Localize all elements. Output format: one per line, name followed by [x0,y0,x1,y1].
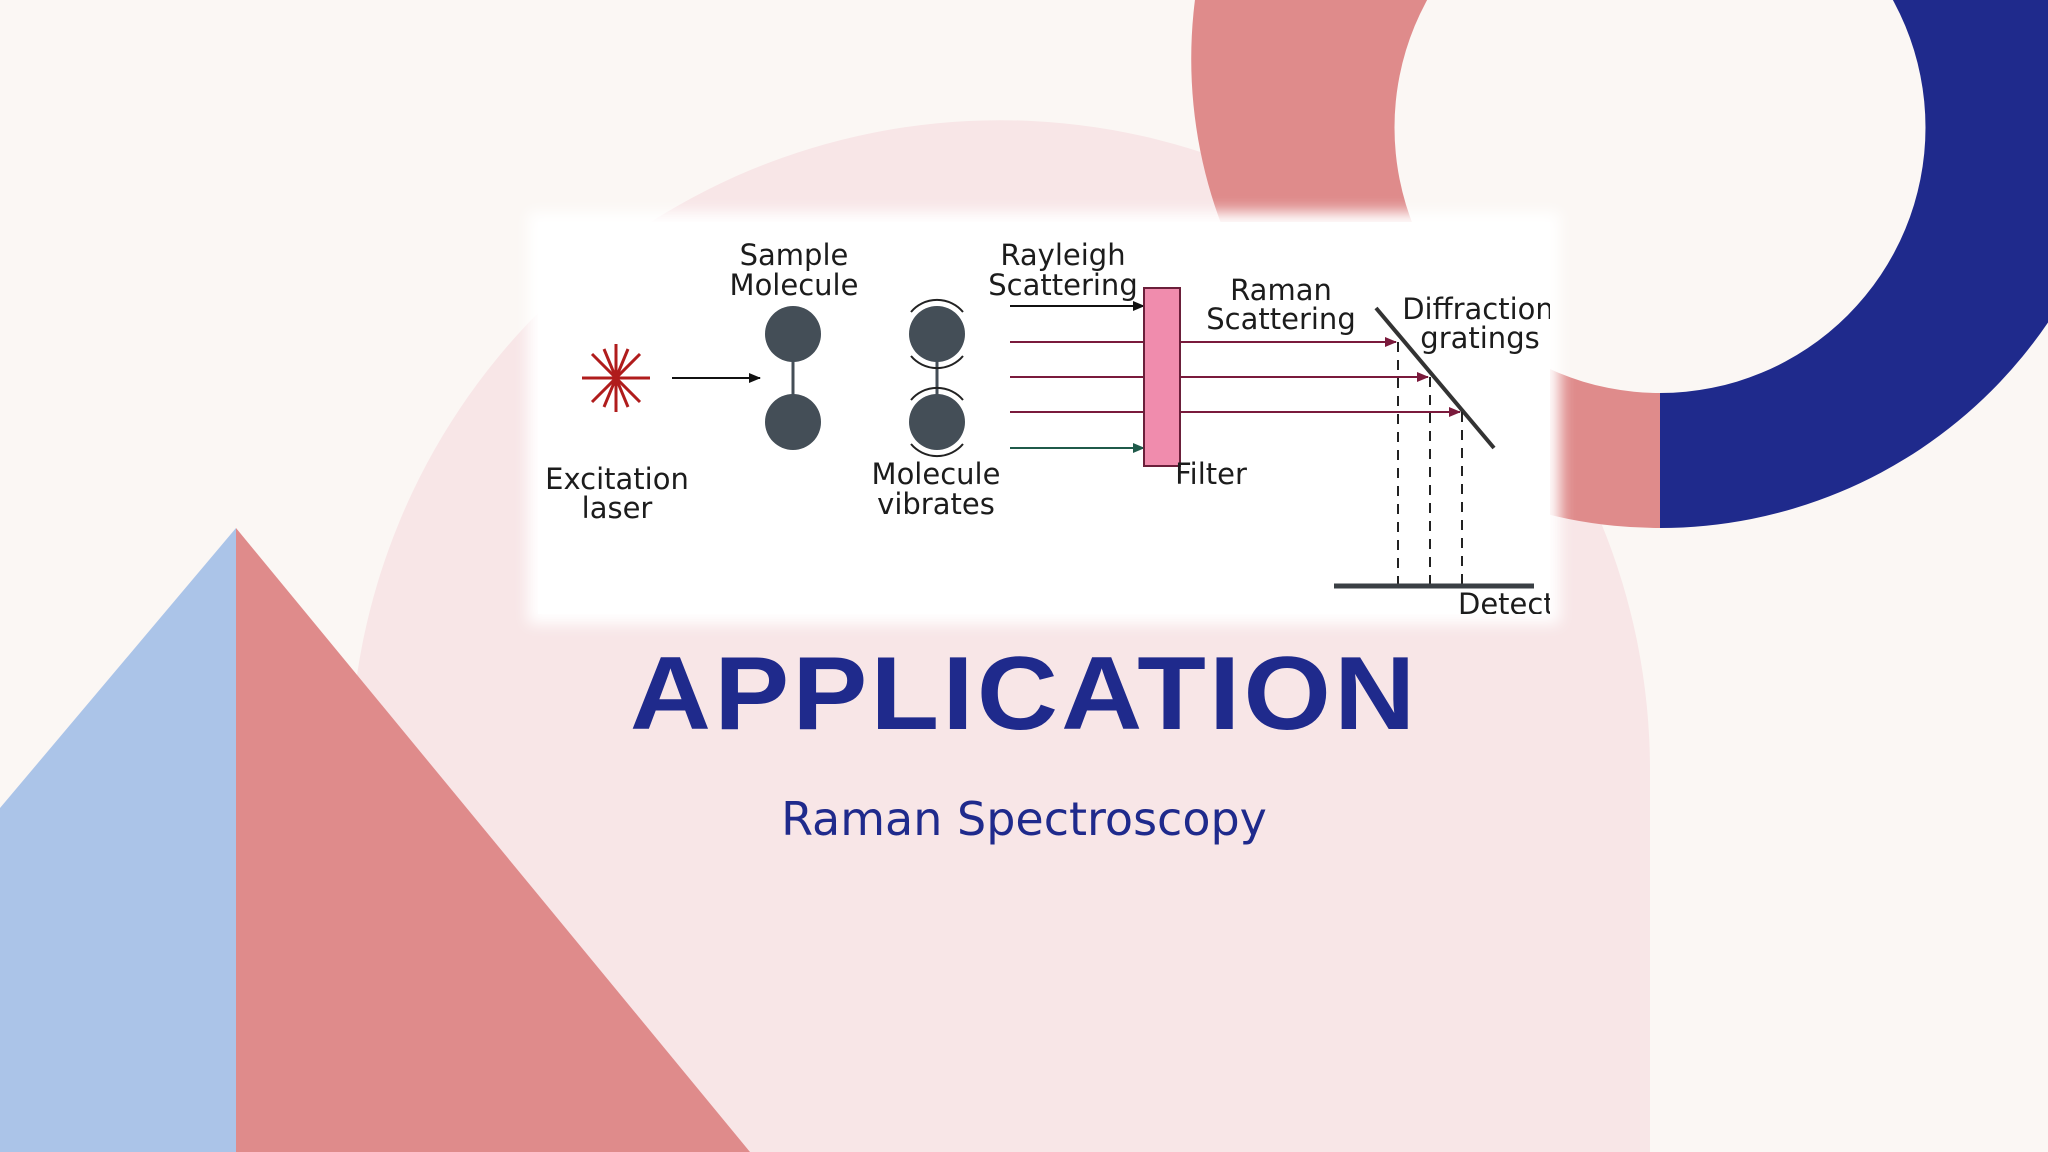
excitation-label: Excitation [545,462,689,496]
coral-triangle [236,528,750,1152]
sample-molecule-label-2: Molecule [730,268,859,302]
light-blue-triangle [0,528,236,1152]
rayleigh-label: Rayleigh [1000,238,1125,272]
vibrates-label: Molecule [872,457,1001,491]
navy-ring-half [1660,0,2048,528]
excitation-label-2: laser [582,491,653,525]
vibrating-molecule-icon [909,298,965,458]
laser-star-icon [582,344,650,412]
diffraction-label-2: gratings [1420,321,1539,355]
diffraction-label: Diffraction [1402,292,1550,326]
filter-block [1143,287,1181,467]
raman-label-2: Scattering [1206,302,1355,336]
raman-diagram: Sample Molecule Excitation laser Molecul… [538,222,1550,614]
vibrates-label-2: vibrates [877,487,995,521]
raman-label: Raman [1230,273,1332,307]
sample-molecule-icon [765,306,821,450]
detector-label: Detect [1458,587,1550,614]
slide-title: APPLICATION [629,636,1419,752]
rayleigh-label-2: Scattering [988,268,1137,302]
sample-molecule-label: Sample [740,238,849,272]
dashed-rays [1397,342,1463,584]
diffraction-grating [1374,306,1496,450]
slide-subtitle: Raman Spectroscopy [781,792,1267,846]
filter-label: Filter [1175,457,1247,491]
